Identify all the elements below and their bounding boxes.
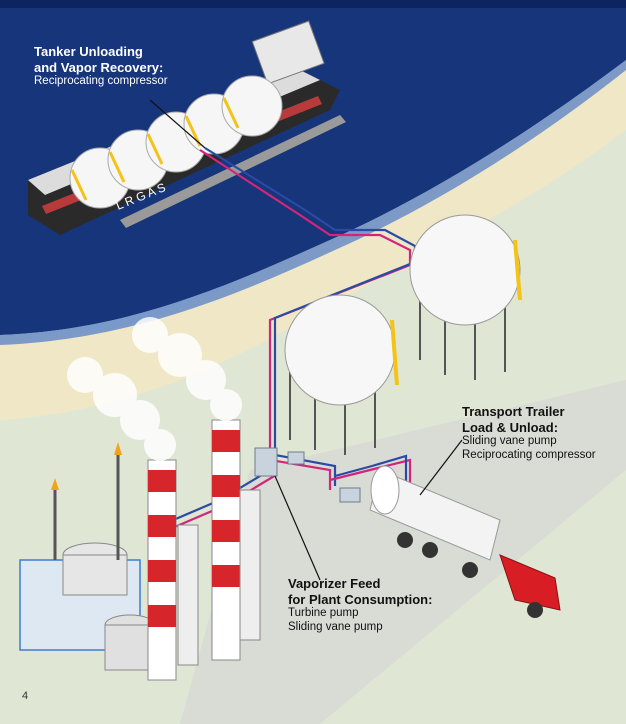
smokestack-right-band-2 [212,475,240,497]
sphere-tank-front-body [284,294,396,406]
trailer-pump-box [339,487,361,503]
trailer-tank-end [370,465,400,515]
leader-lines [149,99,463,581]
truck-wheel-2 [527,602,543,618]
top-band [0,0,626,8]
leader-tanker [149,99,206,149]
truck-wheel-1 [462,562,478,578]
vaporizer-valve-box [287,451,305,465]
vaporizer-callout-item: Turbine pump [288,607,359,620]
smokestack-right-band-3 [212,520,240,542]
tanker-unloading-callout: Tanker Unloading and Vapor Recovery: Rec… [34,44,204,89]
tanker-callout-title-line1: Tanker Unloading [34,44,143,59]
road [180,380,626,724]
tanker-callout-item: Reciprocating compressor [34,75,168,88]
sphere-tank-rear [409,214,522,380]
transport-truck [369,465,561,618]
vaporizer-pump-box [254,447,278,477]
smokestack-left-band-4 [148,605,176,627]
ship-tank-5 [221,75,283,137]
plant-column-2 [239,489,261,641]
smokestack-right-band-4 [212,565,240,587]
smokestack-right-band-1 [212,430,240,452]
sphere-tank-front [284,294,399,455]
trailer-callout-title-line1: Transport Trailer [462,404,565,419]
sphere-tank-front-ladder [390,319,399,386]
trailer-callout-title-line2: Load & Unload: [462,419,559,435]
trailer-callout-item: Sliding vane pump [462,435,557,448]
vaporizer-callout-title-line1: Vaporizer Feed [288,576,381,591]
smoke-plumes [67,317,242,461]
sea [0,0,626,335]
trailer-wheel-1 [397,532,413,548]
smokestack-left-band-3 [148,560,176,582]
plant-low-tank-body [104,624,156,671]
lng-tanker-ship: L R G A S [28,20,346,235]
sphere-tank-rear-ladder [513,239,522,301]
flare-flame-2 [114,442,122,455]
processing-plant [19,317,261,681]
plant-column-1 [177,524,199,666]
page-number: 4 [22,690,29,702]
trailer-callout-item: Reciprocating compressor [462,448,596,461]
tanker-callout-title-line2: and Vapor Recovery: [34,59,164,75]
smokestack-left-band-1 [148,470,176,492]
trailer-wheel-2 [422,542,438,558]
sphere-tank-rear-body [409,214,521,326]
ship-bridge [251,20,325,85]
smokestack-right [211,419,241,661]
flare-flame-1 [51,478,59,490]
leader-trailer [419,439,463,496]
smokestack-left [147,459,177,681]
truck-cab [499,554,561,611]
vaporizer-feed-callout: Vaporizer Feed for Plant Consumption: Tu… [288,576,488,635]
smokestack-left-band-2 [148,515,176,537]
pipe-magenta-main [199,149,412,490]
vaporizer-callout-item: Sliding vane pump [288,620,383,633]
transport-trailer-callout: Transport Trailer Load & Unload: Sliding… [462,404,622,463]
plant-round-tank-body [62,554,128,596]
vaporizer-callout-title-line2: for Plant Consumption: [288,591,433,607]
leader-vaporizer [274,475,321,581]
